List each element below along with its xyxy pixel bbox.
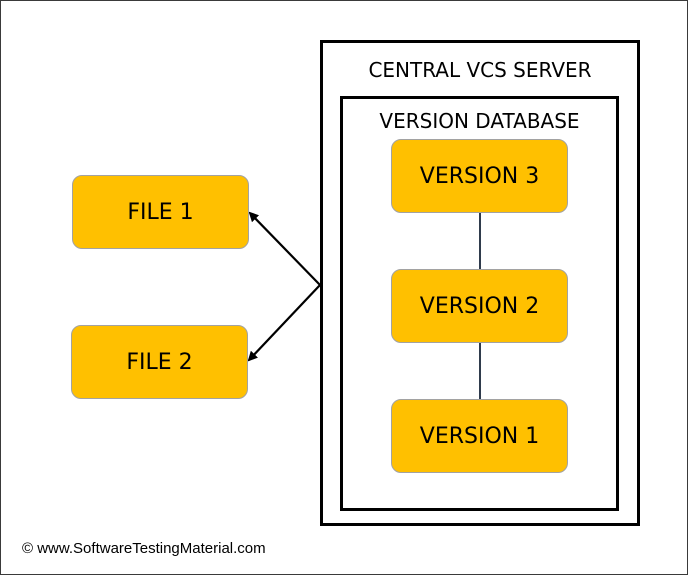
version-2-label: VERSION 2 bbox=[419, 293, 540, 319]
file-2-node: FILE 2 bbox=[71, 325, 248, 399]
central-vcs-server-box bbox=[320, 40, 640, 526]
version-1-node: VERSION 1 bbox=[391, 399, 568, 473]
version-database-box bbox=[340, 96, 619, 511]
copyright-text: © www.SoftwareTestingMaterial.com bbox=[22, 540, 266, 557]
version-1-label: VERSION 1 bbox=[419, 423, 540, 449]
server-title: CENTRAL VCS SERVER bbox=[368, 58, 592, 82]
file-1-node: FILE 1 bbox=[72, 175, 249, 249]
file-2-label: FILE 2 bbox=[126, 349, 193, 375]
database-title: VERSION DATABASE bbox=[379, 109, 580, 133]
version-3-label: VERSION 3 bbox=[419, 163, 540, 189]
version-3-node: VERSION 3 bbox=[391, 139, 568, 213]
file-1-label: FILE 1 bbox=[127, 199, 194, 225]
version-2-node: VERSION 2 bbox=[391, 269, 568, 343]
